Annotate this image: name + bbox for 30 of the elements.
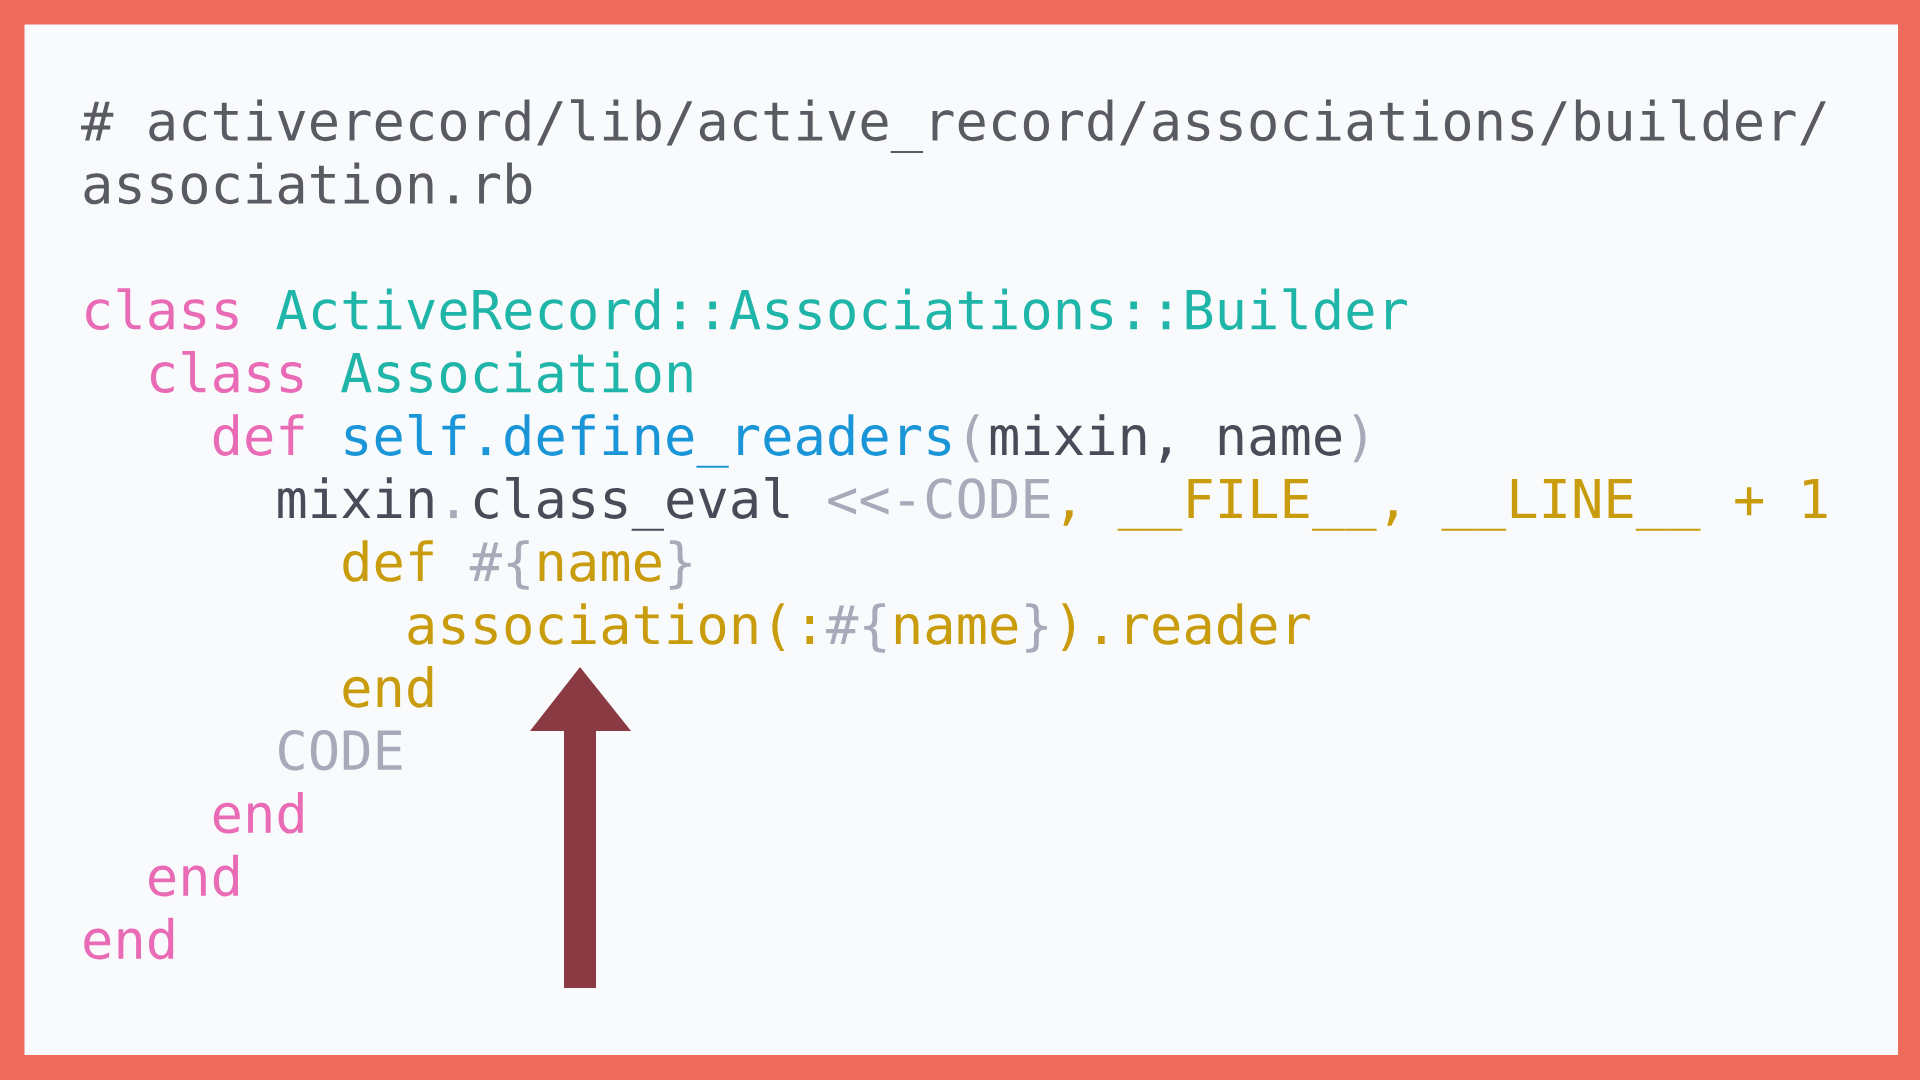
code-text: name: [895, 613, 1018, 645]
code-text: mixin: [278, 477, 433, 519]
code-text: #{: [826, 603, 885, 653]
code-text: self.define_readers: [345, 413, 951, 468]
code-text: name: [539, 550, 661, 582]
code-text: association(:: [408, 603, 813, 652]
code-text: # activerecord/lib/active_record/associations/builder/: [81, 99, 1826, 154]
code-text: mixin, name: [990, 414, 1342, 463]
code-text: end: [149, 854, 238, 897]
code-text: association.rb: [84, 162, 532, 205]
code-text: Association: [341, 351, 692, 393]
code-text: #{: [469, 540, 529, 590]
code-text: def: [213, 414, 304, 456]
code-text: ActiveRecord::Associations::Builder: [276, 288, 1407, 331]
code-text: class_eval: [474, 476, 789, 531]
code-text: (: [966, 414, 979, 463]
code-text: class: [86, 288, 238, 331]
code-text: ): [1353, 414, 1366, 463]
code-text: class: [150, 351, 303, 393]
code-text: end: [84, 917, 174, 960]
code-text: CODE: [279, 729, 402, 771]
code-text: <<-CODE: [828, 478, 1050, 519]
code-text: ).reader: [1061, 603, 1310, 652]
code-text: }: [669, 540, 691, 590]
code-text: .: [450, 510, 457, 519]
code-text: def: [343, 540, 433, 582]
code-text: end: [213, 791, 303, 834]
code-text: }: [1026, 603, 1047, 653]
code-text: , __FILE__, __LINE__ + 1: [1063, 478, 1827, 531]
code-text: end: [343, 666, 433, 708]
